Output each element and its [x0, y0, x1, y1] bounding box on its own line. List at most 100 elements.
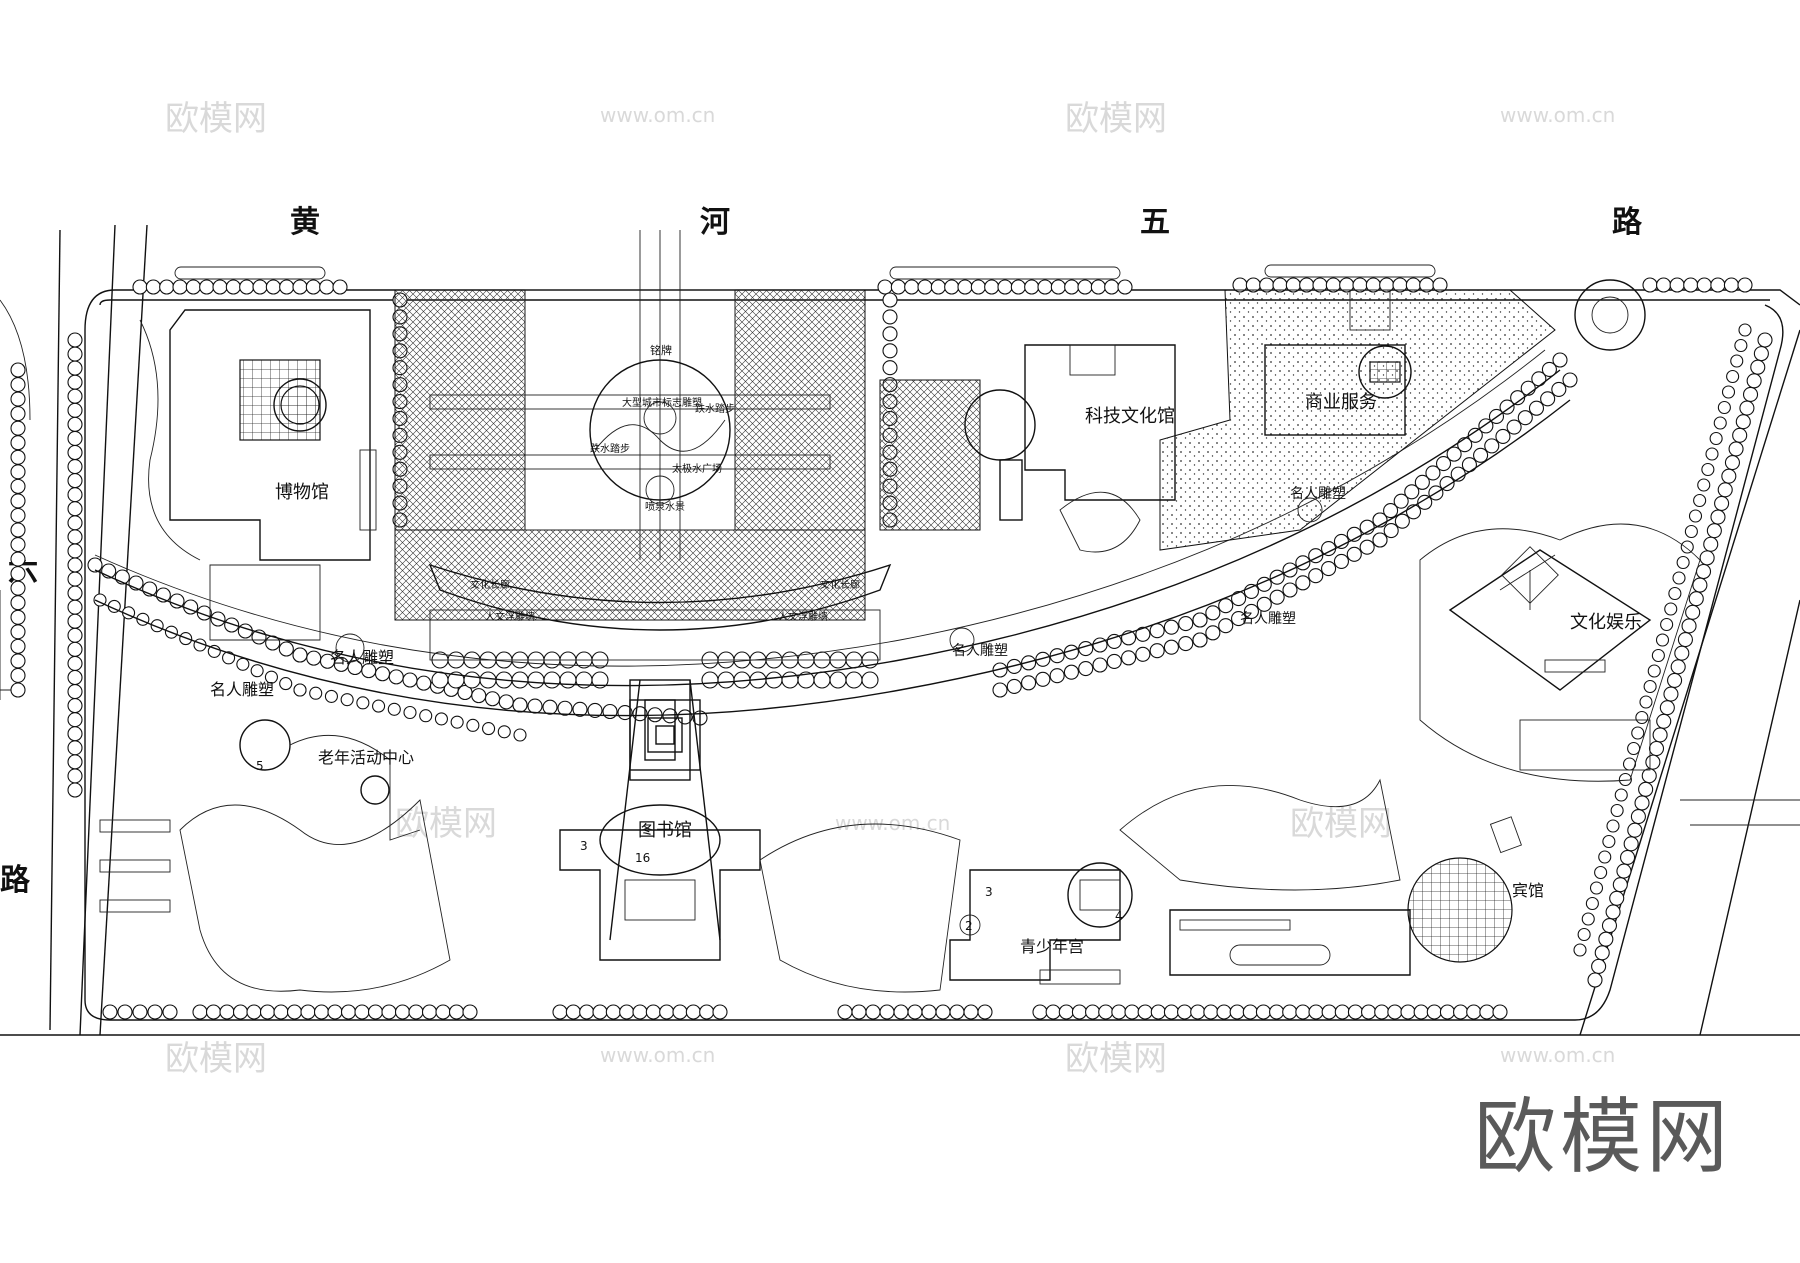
tree-symbol	[1426, 1004, 1442, 1020]
tree-symbol	[882, 292, 898, 308]
statue-labels: 名人雕塑 名人雕塑 名人雕塑 名人雕塑 名人雕塑	[210, 486, 1346, 699]
tree-symbol	[1135, 646, 1151, 662]
tree-symbol	[1573, 943, 1587, 957]
tree-symbol	[67, 332, 83, 348]
tree-symbol	[949, 1004, 965, 1020]
watermark-layer: 欧模网 www.om.cn 欧模网 www.om.cn 欧模网 www.om.c…	[165, 99, 1615, 1079]
tree-symbol	[1078, 641, 1094, 657]
tree-symbol	[1439, 475, 1455, 492]
tree-symbol	[434, 712, 448, 726]
tree-symbol	[147, 1004, 163, 1020]
tree-symbol	[921, 1004, 937, 1020]
tree-symbol	[250, 664, 264, 678]
tree-symbol	[67, 444, 83, 461]
tree-symbol	[1090, 279, 1106, 295]
tree-symbol	[1058, 1004, 1074, 1020]
tree-symbol	[117, 1004, 133, 1020]
tree-symbol	[466, 718, 480, 732]
tree-symbol	[1163, 619, 1179, 635]
tree-symbol	[497, 725, 511, 739]
tree-symbol	[172, 279, 188, 295]
tree-symbol	[1473, 447, 1489, 463]
tree-symbol	[977, 1004, 993, 1020]
tree-symbol	[1049, 668, 1065, 684]
tree-symbol	[408, 1004, 424, 1020]
tree-symbol	[1111, 1004, 1127, 1020]
tree-symbol	[67, 416, 83, 432]
tree-symbol	[1466, 1004, 1482, 1020]
watermark-brand: 欧模网	[165, 1039, 267, 1079]
tree-symbol	[332, 279, 348, 295]
tree-symbol	[10, 580, 26, 596]
tree-symbol	[10, 624, 26, 640]
tree-symbol	[1695, 563, 1712, 580]
tree-symbol	[572, 701, 588, 717]
tree-symbol	[1541, 361, 1557, 377]
tree-symbol	[1587, 972, 1603, 988]
tree-symbol	[1372, 532, 1388, 548]
tree-symbol	[1735, 414, 1751, 430]
tree-symbol	[1106, 633, 1122, 649]
tree-symbol	[1589, 881, 1604, 895]
road-label-top: 五	[1140, 205, 1170, 240]
tree-symbol	[605, 1004, 621, 1020]
tree-symbol	[462, 1004, 478, 1020]
commerce-building: 商业服务	[1159, 279, 1646, 551]
tree-symbol	[387, 702, 401, 716]
tree-symbol	[374, 666, 391, 682]
tree-symbol	[10, 391, 26, 407]
tree-symbol	[1295, 555, 1311, 571]
tree-symbol	[992, 662, 1008, 678]
tree-symbol	[10, 420, 26, 436]
tree-symbol	[1642, 277, 1658, 293]
tree-symbol	[552, 1004, 568, 1020]
tree-symbol	[1218, 598, 1234, 614]
statue-label: 名人雕塑	[1240, 611, 1296, 627]
tree-symbol	[313, 1004, 330, 1020]
tree-symbol	[67, 655, 83, 671]
tree-symbol	[851, 1004, 867, 1020]
youth-number: 2	[965, 919, 973, 933]
tree-symbol	[1021, 655, 1037, 671]
tree-symbol	[1117, 279, 1133, 295]
tree-symbol	[1680, 540, 1694, 554]
tree-symbol	[1006, 658, 1022, 674]
tree-symbol	[265, 279, 281, 295]
tree-symbol	[1137, 1004, 1153, 1020]
tree-symbol	[1295, 1004, 1311, 1020]
tree-symbol	[1387, 1004, 1403, 1020]
tree-symbol	[222, 651, 236, 665]
tree-symbol	[592, 1004, 608, 1020]
tree-symbol	[513, 728, 527, 742]
tree-symbol	[1610, 803, 1624, 818]
tree-symbol	[10, 667, 26, 684]
tree-symbol	[1085, 1004, 1101, 1020]
tree-symbol	[1308, 568, 1324, 584]
tree-symbol	[1562, 372, 1578, 388]
tree-symbol	[1667, 672, 1683, 688]
tree-symbol	[10, 638, 26, 654]
tree-symbol	[1717, 482, 1733, 498]
tree-symbol	[511, 671, 529, 689]
tree-symbol	[10, 536, 26, 553]
tree-symbol	[865, 1004, 881, 1020]
tree-symbol	[67, 402, 83, 418]
tree-symbol	[1726, 369, 1740, 384]
tree-symbol	[1643, 679, 1657, 694]
tree-symbol	[1631, 726, 1645, 740]
tree-symbol	[279, 677, 293, 691]
tree-symbol	[1163, 1004, 1179, 1020]
tree-symbol	[1242, 1004, 1258, 1020]
tree-symbol	[67, 585, 83, 601]
tree-symbol	[527, 671, 545, 689]
tree-symbol	[246, 1004, 262, 1020]
tree-symbol	[67, 669, 83, 686]
tree-symbol	[87, 557, 103, 573]
tree-symbol	[1037, 279, 1053, 295]
road-labels: 黄 河 五 路 六 路	[0, 205, 1643, 898]
stepping-label: 跌水踏步	[590, 442, 630, 455]
tree-symbol	[305, 279, 321, 295]
tree-symbol	[1660, 617, 1674, 632]
tree-symbol	[132, 279, 148, 295]
tree-symbol	[1045, 1004, 1061, 1020]
